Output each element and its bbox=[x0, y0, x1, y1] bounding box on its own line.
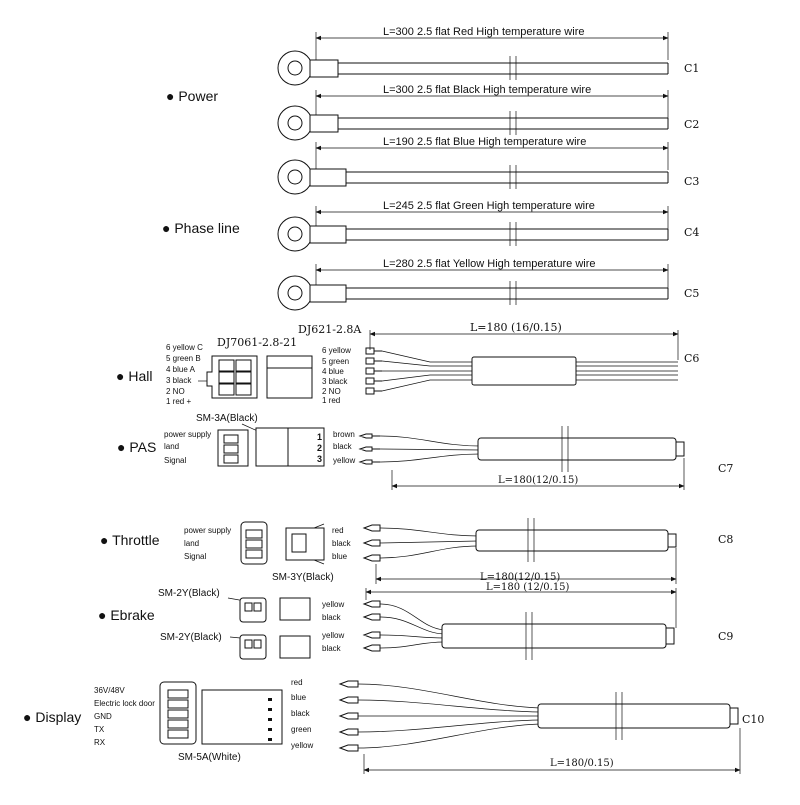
ebrake-wire-2a: yellow bbox=[322, 631, 344, 640]
pas-pin-label-2: land bbox=[164, 442, 179, 451]
hall-left-pin-6: 6 yellow C bbox=[166, 343, 203, 352]
hall-connector-body bbox=[266, 355, 313, 399]
section-display: ● Display bbox=[23, 709, 81, 725]
cable-c4-code: C4 bbox=[684, 226, 699, 239]
cable-c2-code: C2 bbox=[684, 118, 699, 131]
display-pin-label-2: Electric lock door bbox=[94, 699, 155, 708]
cable-c8-code: C8 bbox=[718, 533, 733, 546]
hall-connector-left-label: DJ7061-2.8-21 bbox=[217, 336, 297, 349]
pas-wire-3: yellow bbox=[333, 456, 355, 465]
cable-c4: L=245 2.5 flat Green High temperature wi… bbox=[277, 200, 699, 252]
cable-c2: L=300 2.5 flat Black High temperature wi… bbox=[277, 84, 699, 141]
hall-assembly: DJ7061-2.8-21 DJ621-2.8A 6 yellow C 5 gr… bbox=[166, 321, 699, 406]
throttle-wire-1: red bbox=[332, 526, 344, 535]
hall-right-pin-1: 1 red bbox=[322, 396, 340, 405]
cable-c5-spec: L=280 2.5 flat Yellow High temperature w… bbox=[383, 258, 596, 270]
hall-left-pin-2: 2 NO bbox=[166, 387, 185, 396]
hall-left-pin-4: 4 blue A bbox=[166, 365, 196, 374]
display-pin-label-1: 36V/48V bbox=[94, 686, 125, 695]
pas-assembly: SM-3A(Black) power supply land Signal 1 … bbox=[164, 413, 733, 490]
ebrake-wire-1b: black bbox=[322, 613, 342, 622]
section-power: ● Power bbox=[166, 88, 218, 104]
display-wire-1: red bbox=[291, 678, 303, 687]
ebrake-connector-2-label: SM-2Y(Black) bbox=[160, 632, 222, 643]
throttle-wire-3: blue bbox=[332, 552, 348, 561]
pas-pin-label-1: power supply bbox=[164, 430, 211, 439]
section-throttle: ● Throttle bbox=[100, 532, 160, 548]
throttle-connector-label: SM-3Y(Black) bbox=[272, 572, 334, 583]
cable-c3-spec: L=190 2.5 flat Blue High temperature wir… bbox=[383, 136, 586, 148]
ebrake-assembly: SM-2Y(Black) SM-2Y(Black) yellow black y… bbox=[158, 582, 733, 660]
display-pin-label-5: RX bbox=[94, 738, 106, 747]
ebrake-wire-2b: black bbox=[322, 644, 342, 653]
cable-c9-code: C9 bbox=[718, 630, 733, 643]
cable-c5: L=280 2.5 flat Yellow High temperature w… bbox=[277, 258, 699, 311]
display-wire-5: yellow bbox=[291, 741, 313, 750]
hall-right-pin-4: 4 blue bbox=[322, 367, 344, 376]
pas-pin-number-1: 1 bbox=[317, 432, 322, 442]
pas-wire-1: brown bbox=[333, 430, 355, 439]
cable-c7-code: C7 bbox=[718, 462, 733, 475]
cable-c5-code: C5 bbox=[684, 287, 699, 300]
display-pin-label-3: GND bbox=[94, 712, 112, 721]
display-connector-label: SM-5A(White) bbox=[178, 752, 241, 763]
hall-right-pin-6: 6 yellow bbox=[322, 346, 351, 355]
cable-c6-code: C6 bbox=[684, 352, 699, 365]
section-ebrake: ● Ebrake bbox=[98, 607, 155, 623]
pas-pin-number-3: 3 bbox=[317, 454, 322, 464]
cable-c9-spec: L=180 (12/0.15) bbox=[486, 582, 570, 593]
cable-c2-spec: L=300 2.5 flat Black High temperature wi… bbox=[383, 84, 591, 96]
hall-connector-right-label: DJ621-2.8A bbox=[298, 323, 362, 336]
section-phase-line: ● Phase line bbox=[162, 220, 240, 236]
display-pin-label-4: TX bbox=[94, 725, 105, 734]
hall-left-pin-1: 1 red + bbox=[166, 397, 191, 406]
cable-c7-spec: L=180(12/0.15) bbox=[498, 475, 578, 486]
hall-right-pin-5: 5 green bbox=[322, 357, 349, 366]
cable-c6-spec: L=180 (16/0.15) bbox=[470, 321, 562, 334]
cable-c4-spec: L=245 2.5 flat Green High temperature wi… bbox=[383, 200, 595, 212]
ebrake-connector-1-label: SM-2Y(Black) bbox=[158, 588, 220, 599]
cable-c1-spec: L=300 2.5 flat Red High temperature wire bbox=[383, 26, 584, 38]
cable-c10-code: C10 bbox=[742, 713, 764, 726]
pas-wire-2: black bbox=[333, 442, 353, 451]
cable-c8-spec: L=180(12/0.15) bbox=[480, 572, 560, 583]
pas-pin-number-2: 2 bbox=[317, 443, 322, 453]
throttle-wire-2: black bbox=[332, 539, 352, 548]
display-assembly: 36V/48V Electric lock door GND TX RX SM-… bbox=[94, 678, 764, 774]
cable-c1: L=300 2.5 flat Red High temperature wire… bbox=[277, 26, 699, 86]
display-wire-4: green bbox=[291, 725, 311, 734]
throttle-pin-label-1: power supply bbox=[184, 526, 231, 535]
cable-c1-code: C1 bbox=[684, 62, 699, 75]
pas-connector-label: SM-3A(Black) bbox=[196, 413, 258, 424]
section-hall: ● Hall bbox=[116, 368, 152, 384]
hall-right-pin-2: 2 NO bbox=[322, 387, 341, 396]
display-wire-3: black bbox=[291, 709, 311, 718]
hall-right-pin-3: 3 black bbox=[322, 377, 348, 386]
throttle-pin-label-2: land bbox=[184, 539, 199, 548]
pas-pin-label-3: Signal bbox=[164, 456, 186, 465]
cable-c10-spec: L=180/0.15) bbox=[550, 758, 614, 769]
throttle-pin-label-3: Signal bbox=[184, 552, 206, 561]
hall-left-pin-3: 3 black bbox=[166, 376, 192, 385]
ebrake-wire-1a: yellow bbox=[322, 600, 344, 609]
display-wire-2: blue bbox=[291, 693, 307, 702]
cable-c3-code: C3 bbox=[684, 175, 699, 188]
section-pas: ● PAS bbox=[117, 439, 156, 455]
throttle-assembly: power supply land Signal SM-3Y(Black) re… bbox=[184, 518, 733, 584]
hall-left-pin-5: 5 green B bbox=[166, 354, 201, 363]
cable-c3: L=190 2.5 flat Blue High temperature wir… bbox=[277, 136, 699, 195]
